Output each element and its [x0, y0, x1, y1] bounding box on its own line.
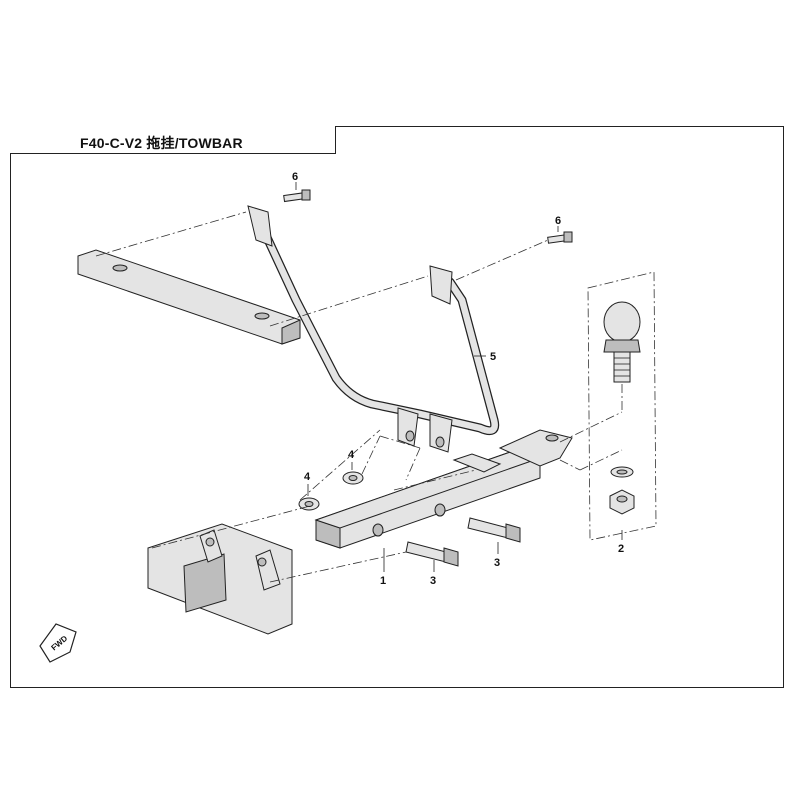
part-4-bushing-lower [298, 497, 320, 511]
part-3-bolt-left [405, 541, 459, 567]
fwd-arrow-icon: FWD [39, 623, 77, 663]
part-3-bolt-right [467, 517, 521, 543]
callout-2: 2 [618, 543, 624, 555]
leader-lines [295, 182, 623, 572]
part-2-hitch-ball-assembly [587, 271, 657, 541]
callout-1: 1 [380, 575, 386, 587]
receiver-mount [147, 523, 293, 635]
callout-5: 5 [490, 351, 496, 363]
part-5-support-brace [247, 205, 500, 453]
assembly-lines [95, 211, 623, 583]
part-1-towbar-tube [314, 429, 573, 549]
frame-crossbar [77, 249, 301, 345]
callout-6-left: 6 [292, 171, 298, 183]
callout-4-lower: 4 [304, 471, 311, 483]
part-6-bolt-left [283, 189, 311, 203]
diagram-frame [10, 126, 784, 688]
callout-3-left: 3 [430, 575, 436, 587]
title-box [10, 126, 336, 154]
callout-3-right: 3 [494, 557, 500, 569]
callout-6-right: 6 [555, 215, 561, 227]
part-6-bolt-right [547, 231, 573, 244]
part-4-bushing-upper [342, 471, 364, 485]
page-title: F40-C-V2 拖挂/TOWBAR [80, 135, 243, 151]
callout-4-upper: 4 [348, 449, 355, 461]
